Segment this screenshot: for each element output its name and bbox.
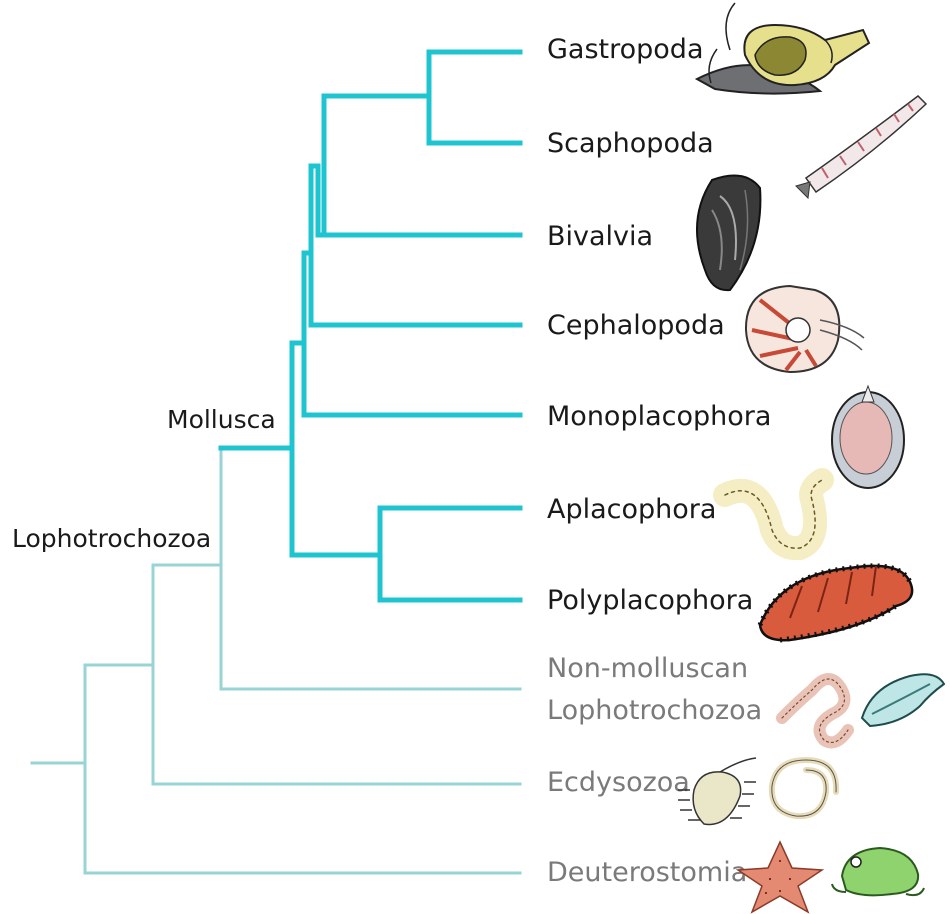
taxon-deuterostomia: Deuterostomia [547,857,747,888]
taxon-non-molluscan-line2: Lophotrochozoa [547,695,762,726]
root-split [85,665,520,873]
taxon-ecdysozoa: Ecdysozoa [547,767,690,798]
node-b-split [318,166,520,235]
mollusca-branches [221,52,520,600]
taxon-polyplacophora: Polyplacophora [547,585,753,616]
flatworm-icon [862,674,944,726]
conchifera-split [304,253,520,415]
taxon-monoplacophora: Monoplacophora [547,401,771,432]
snail-icon [697,3,869,94]
worm-icon [725,480,822,548]
taxon-aplacophora: Aplacophora [547,494,716,525]
frog-icon [832,848,924,895]
taxon-cephalopoda: Cephalopoda [547,310,725,341]
lophotrochozoa-label: Lophotrochozoa [12,524,211,553]
earthworm-icon [782,679,848,742]
nematode-icon [772,760,836,816]
taxon-scaphopoda: Scaphopoda [547,128,714,159]
chiton-icon [760,566,912,640]
lophotrochozoa-split [221,448,520,689]
taxon-non-molluscan-line1: Non-molluscan [547,653,748,684]
starfish-icon [738,842,822,912]
node-a-split [311,166,520,325]
mollusca-label: Mollusca [167,405,276,434]
node-d-split [429,52,520,143]
limpet-icon [832,386,904,488]
mussel-icon [697,176,760,291]
taxon-bivalvia: Bivalvia [547,221,653,252]
outgroup-branches [32,448,520,873]
tusk-shell-icon [796,96,926,198]
node-c-stem [324,96,429,235]
nautilus-icon [746,286,864,372]
taxon-gastropoda: Gastropoda [547,34,704,65]
